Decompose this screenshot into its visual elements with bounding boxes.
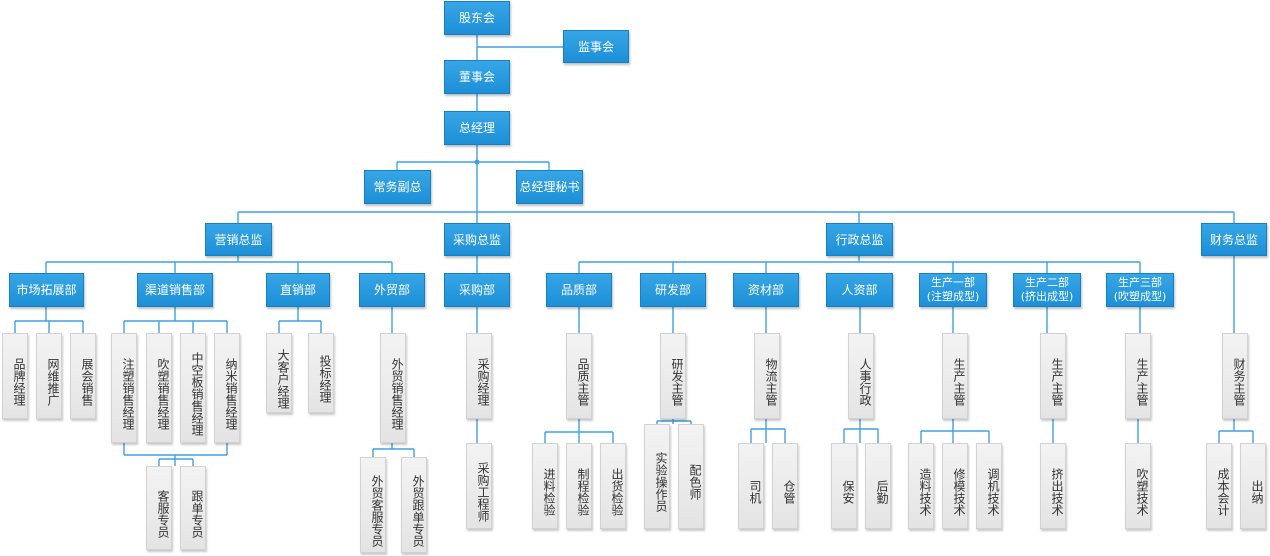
dept-rnd[interactable]: 研发部: [640, 273, 706, 307]
role-exhibition-sales[interactable]: 展会销售: [70, 333, 96, 419]
dept-production-1-label: 生产一部 (注塑成型): [926, 276, 980, 303]
dept-direct-sales[interactable]: 直销部: [266, 273, 330, 307]
dept-foreign-trade[interactable]: 外贸部: [359, 273, 425, 307]
role-rnd-supervisor[interactable]: 研发主管: [660, 333, 686, 419]
admin-director-node[interactable]: 行政总监: [826, 223, 893, 256]
finance-director-node[interactable]: 财务总监: [1201, 223, 1267, 256]
dept-production-2[interactable]: 生产二部 (挤出成型): [1013, 273, 1081, 307]
role-foreign-trade-cs-specialist[interactable]: 外贸客服专员: [360, 457, 386, 553]
role-incoming-inspection[interactable]: 进料检验: [532, 443, 558, 529]
role-extrusion-tech[interactable]: 挤出技术: [1040, 443, 1066, 529]
role-brand-manager[interactable]: 品牌经理: [2, 333, 28, 419]
role-foreign-trade-follow-specialist[interactable]: 外贸跟单专员: [401, 457, 427, 553]
role-quality-supervisor[interactable]: 品质主管: [566, 333, 592, 419]
role-injection-sales-manager[interactable]: 注塑销售经理: [111, 333, 137, 443]
role-process-inspection[interactable]: 制程检验: [566, 443, 592, 529]
role-pelletizing-tech[interactable]: 造料技术: [908, 443, 934, 529]
dept-production-1[interactable]: 生产一部 (注塑成型): [919, 273, 987, 307]
dept-production-3[interactable]: 生产三部 (吹塑成型): [1106, 273, 1174, 307]
dept-channel-sales[interactable]: 渠道销售部: [137, 273, 213, 307]
dept-materials[interactable]: 资材部: [733, 273, 799, 307]
role-hr-admin[interactable]: 人事行政: [848, 333, 874, 419]
role-online-promotion[interactable]: 网维推广: [36, 333, 62, 419]
dept-market-dev[interactable]: 市场拓展部: [9, 273, 84, 307]
role-outgoing-inspection[interactable]: 出货检验: [600, 443, 626, 529]
dept-production-2-label: 生产二部 (挤出成型): [1020, 276, 1074, 303]
role-driver[interactable]: 司机: [738, 443, 764, 529]
role-warehouse-keeper[interactable]: 仓管: [772, 443, 798, 529]
supervisors-node[interactable]: 监事会: [563, 30, 629, 63]
role-production-supervisor-3[interactable]: 生产主管: [1125, 333, 1151, 419]
shareholders-node[interactable]: 股东会: [444, 1, 510, 35]
role-cashier[interactable]: 出纳: [1240, 443, 1266, 529]
role-security-guard[interactable]: 保安: [831, 443, 857, 529]
role-hollow-board-sales-manager[interactable]: 中空板销售经理: [180, 333, 206, 443]
role-purchasing-engineer[interactable]: 采购工程师: [466, 443, 492, 529]
role-key-account-manager[interactable]: 大客户经理: [266, 333, 292, 413]
role-nano-sales-manager[interactable]: 纳米销售经理: [214, 333, 240, 443]
role-production-supervisor-2[interactable]: 生产主管: [1040, 333, 1066, 419]
role-purchasing-manager[interactable]: 采购经理: [466, 333, 492, 419]
dept-hr[interactable]: 人资部: [826, 273, 893, 307]
role-customer-service-specialist[interactable]: 客服专员: [146, 466, 172, 550]
gm-node[interactable]: 总经理: [444, 111, 510, 145]
role-lab-operator[interactable]: 实验操作员: [644, 424, 670, 529]
role-bidding-manager[interactable]: 投标经理: [308, 333, 334, 413]
marketing-director-node[interactable]: 营销总监: [205, 223, 272, 256]
role-cost-accountant[interactable]: 成本会计: [1206, 443, 1232, 529]
role-color-matcher[interactable]: 配色师: [678, 424, 704, 529]
gm-secretary-node[interactable]: 总经理秘书: [516, 170, 583, 204]
role-production-supervisor-1[interactable]: 生产主管: [942, 333, 968, 419]
purchasing-director-node[interactable]: 采购总监: [444, 223, 510, 256]
dept-purchase[interactable]: 采购部: [444, 273, 510, 307]
dept-production-3-label: 生产三部 (吹塑成型): [1113, 276, 1167, 303]
role-blow-molding-tech[interactable]: 吹塑技术: [1125, 443, 1151, 529]
junction-dot: [474, 159, 480, 165]
role-foreign-trade-sales-manager[interactable]: 外贸销售经理: [380, 333, 406, 443]
role-mold-repair-tech[interactable]: 修模技术: [942, 443, 968, 529]
board-node[interactable]: 董事会: [444, 60, 510, 94]
role-machine-tuning-tech[interactable]: 调机技术: [976, 443, 1002, 529]
role-logistics-supervisor[interactable]: 物流主管: [754, 333, 780, 419]
role-blow-sales-manager[interactable]: 吹塑销售经理: [146, 333, 172, 443]
role-order-follow-specialist[interactable]: 跟单专员: [180, 466, 206, 550]
vice-gm-node[interactable]: 常务副总: [364, 170, 431, 204]
dept-quality[interactable]: 品质部: [546, 273, 612, 307]
role-finance-supervisor[interactable]: 财务主管: [1222, 333, 1248, 419]
role-logistics-service[interactable]: 后勤: [865, 443, 891, 529]
